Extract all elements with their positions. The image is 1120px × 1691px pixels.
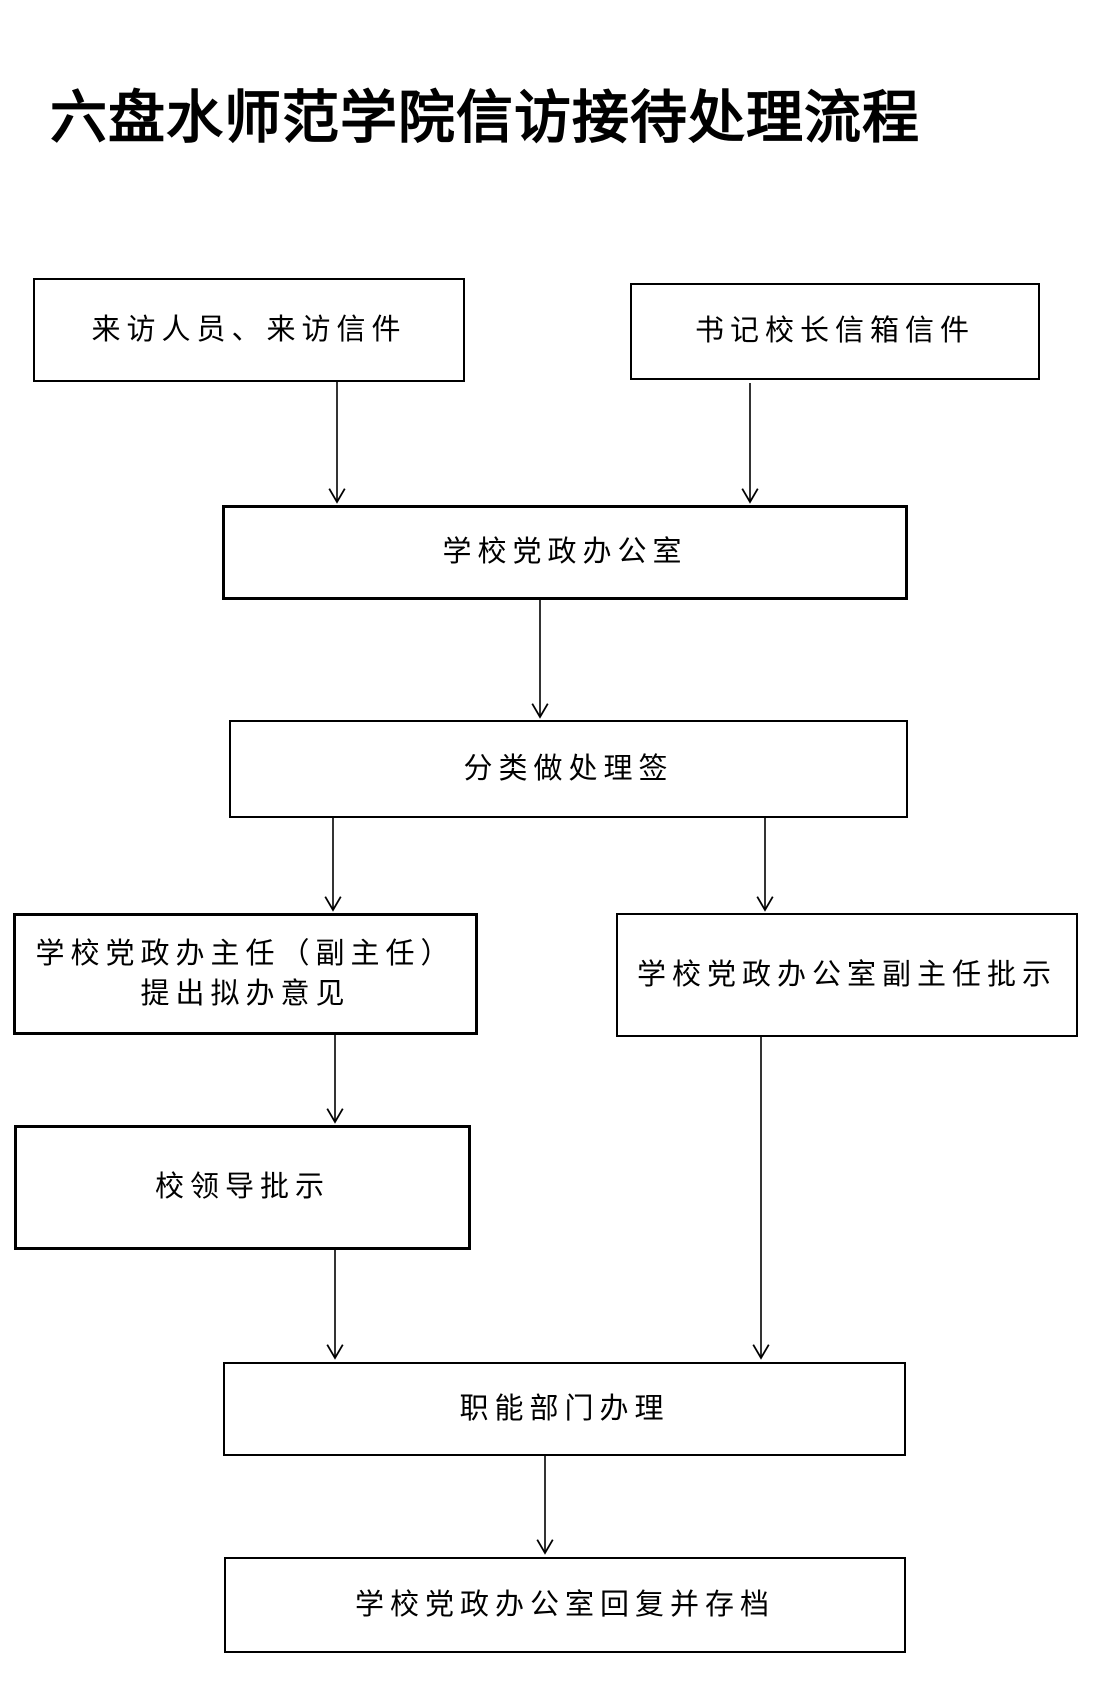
node-deputy-director-approval: 学校党政办公室副主任批示	[616, 913, 1078, 1037]
node-director-proposed-opinion-line2: 提出拟办意见	[140, 978, 351, 1010]
node-director-proposed-opinion-line1: 学校党政办主任（副主任）	[35, 937, 456, 970]
node-functional-departments: 职能部门办理	[223, 1362, 906, 1456]
node-functional-departments-label: 职能部门办理	[459, 1392, 670, 1425]
node-school-leaders-approval: 校领导批示	[14, 1125, 471, 1250]
node-classify-processing-slip: 分类做处理签	[229, 720, 908, 818]
node-visitors-letters: 来访人员、来访信件	[33, 278, 465, 382]
node-reply-and-archive-label: 学校党政办公室回复并存档	[354, 1588, 775, 1621]
page-title: 六盘水师范学院信访接待处理流程	[50, 87, 920, 150]
node-classify-processing-slip-label: 分类做处理签	[463, 752, 674, 785]
node-president-mailbox-label: 书记校长信箱信件	[694, 315, 975, 348]
node-visitors-letters-label: 来访人员、来访信件	[91, 313, 407, 346]
node-reply-and-archive: 学校党政办公室回复并存档	[224, 1557, 906, 1653]
node-deputy-director-approval-label: 学校党政办公室副主任批示	[636, 958, 1057, 991]
node-director-proposed-opinion: 学校党政办主任（副主任） 提出拟办意见	[13, 913, 478, 1035]
node-party-admin-office: 学校党政办公室	[222, 505, 908, 600]
node-party-admin-office-label: 学校党政办公室	[442, 536, 688, 569]
node-school-leaders-approval-label: 校领导批示	[154, 1171, 330, 1204]
node-president-mailbox: 书记校长信箱信件	[630, 283, 1040, 380]
